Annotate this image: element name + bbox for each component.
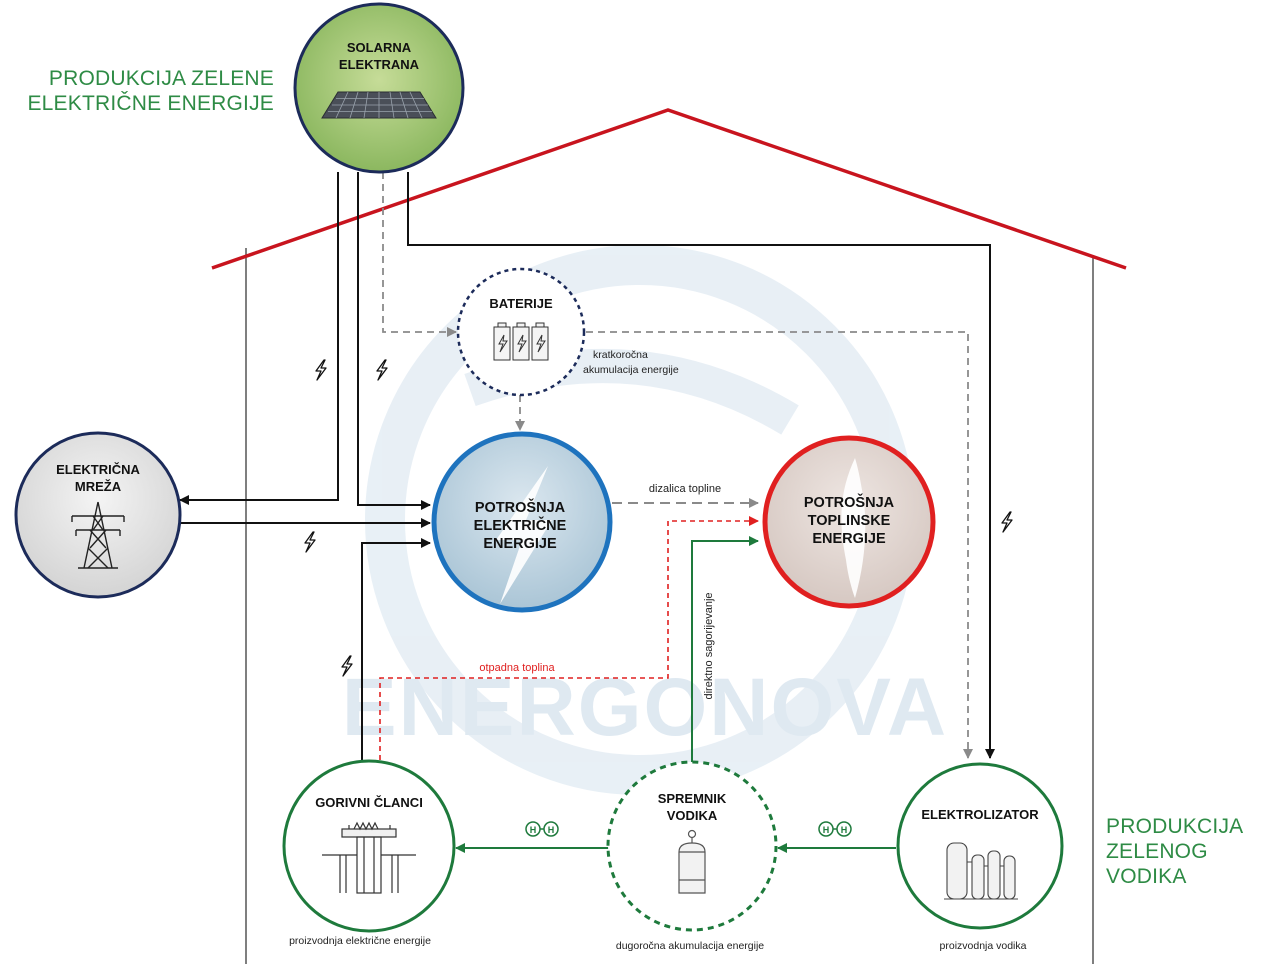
power-pylon-icon [71, 501, 125, 569]
label-line: PRODUKCIJA ZELENE [48, 67, 274, 90]
battery-node: BATERIJE kratkoročna akumulacija energij… [456, 267, 679, 397]
flow-fuelcells-to-consumption [361, 538, 431, 760]
flow-waste-heat [379, 516, 759, 760]
electricity-bolt-icon [376, 359, 388, 381]
electricity-bolt-icon [304, 531, 316, 553]
house-outline [211, 108, 1127, 964]
flow-direct-combustion [691, 536, 759, 778]
gas-cylinder-icon [678, 829, 706, 894]
h-atom-label: H [530, 825, 537, 835]
electrolyzer-equipment-icon [944, 842, 1018, 900]
green-electricity-production-label: PRODUKCIJA ZELENE ELEKTRIČNE ENERGIJE [22, 66, 274, 116]
electric-consumption-title: ENERGIJE [483, 536, 557, 552]
electric-consumption-node: POTROŠNJA ELEKTRIČNE ENERGIJE [431, 431, 613, 613]
h-atom-label: H [548, 825, 555, 835]
fuel-cells-caption: proizvodnja električne energije [289, 935, 431, 947]
hydrogen-molecule-icon: H H [525, 821, 559, 837]
solar-panel-icon [321, 91, 437, 119]
hydrogen-tank-node: SPREMNIK VODIKA dugoročna akumulacija en… [606, 760, 778, 952]
label-line: VODIKA [1106, 865, 1187, 888]
direct-combustion-label: direktno sagorijevanje [703, 592, 715, 699]
grid-node: ELEKTRIČNA MREŽA [14, 431, 182, 599]
grid-title: MREŽA [75, 479, 122, 494]
solar-plant-node: SOLARNA ELEKTRANA [293, 2, 465, 174]
flow-solar-to-battery [382, 172, 457, 337]
solar-plant-title: SOLARNA [347, 40, 412, 55]
hydrogen-tank-caption: dugoročna akumulacija energije [616, 940, 764, 952]
fuel-cells-title: GORIVNI ČLANCI [315, 795, 423, 810]
hydrogen-tank-title: SPREMNIK [658, 791, 727, 806]
grid-title: ELEKTRIČNA [56, 462, 140, 477]
fuel-cell-icon [322, 821, 416, 894]
h-atom-label: H [823, 825, 830, 835]
label-line: ZELENOG [1106, 840, 1208, 863]
lightning-icon [496, 466, 552, 604]
electricity-bolt-icon [1001, 511, 1013, 533]
flow-solar-to-consumption [357, 172, 431, 510]
heat-consumption-title: TOPLINSKE [808, 513, 891, 529]
battery-title: BATERIJE [489, 296, 553, 311]
electrolyzer-caption: proizvodnja vodika [940, 940, 1027, 952]
flow-battery-to-electrolyzer [586, 331, 973, 759]
electrolyzer-title: ELEKTROLIZATOR [921, 807, 1039, 822]
heat-consumption-node: POTROŠNJA TOPLINSKE ENERGIJE [762, 435, 936, 609]
battery-pack-icon [493, 322, 549, 361]
roof [211, 108, 1127, 270]
heat-consumption-title: POTROŠNJA [804, 493, 895, 511]
battery-caption: kratkoročna [593, 349, 648, 361]
flow-solar-to-electrolyzer [407, 172, 995, 759]
waste-heat-label: otpadna toplina [479, 662, 555, 674]
electrolyzer-node: ELEKTROLIZATOR proizvodnja vodika [896, 762, 1064, 952]
watermark-text: ENERGONOVA [342, 662, 948, 753]
flow-solar-to-grid [179, 172, 339, 505]
electric-consumption-title: ELEKTRIČNE [474, 516, 567, 534]
label-line: ELEKTRIČNE ENERGIJE [27, 92, 274, 115]
heat-consumption-title: ENERGIJE [812, 531, 886, 547]
label-line: PRODUKCIJA [1106, 815, 1244, 838]
electricity-bolt-icon [315, 359, 327, 381]
h-atom-label: H [841, 825, 848, 835]
hydrogen-tank-title: VODIKA [667, 808, 718, 823]
flame-icon [841, 458, 866, 598]
heat-pump-label: dizalica topline [649, 483, 721, 495]
battery-caption: akumulacija energije [583, 364, 679, 376]
hydrogen-molecule-icon: H H [818, 821, 852, 837]
fuel-cells-node: GORIVNI ČLANCI proizvodnja električne en… [282, 759, 456, 947]
solar-plant-title: ELEKTRANA [339, 57, 420, 72]
electric-consumption-title: POTROŠNJA [475, 498, 566, 516]
green-hydrogen-production-label: PRODUKCIJA ZELENOG VODIKA [1106, 814, 1256, 889]
